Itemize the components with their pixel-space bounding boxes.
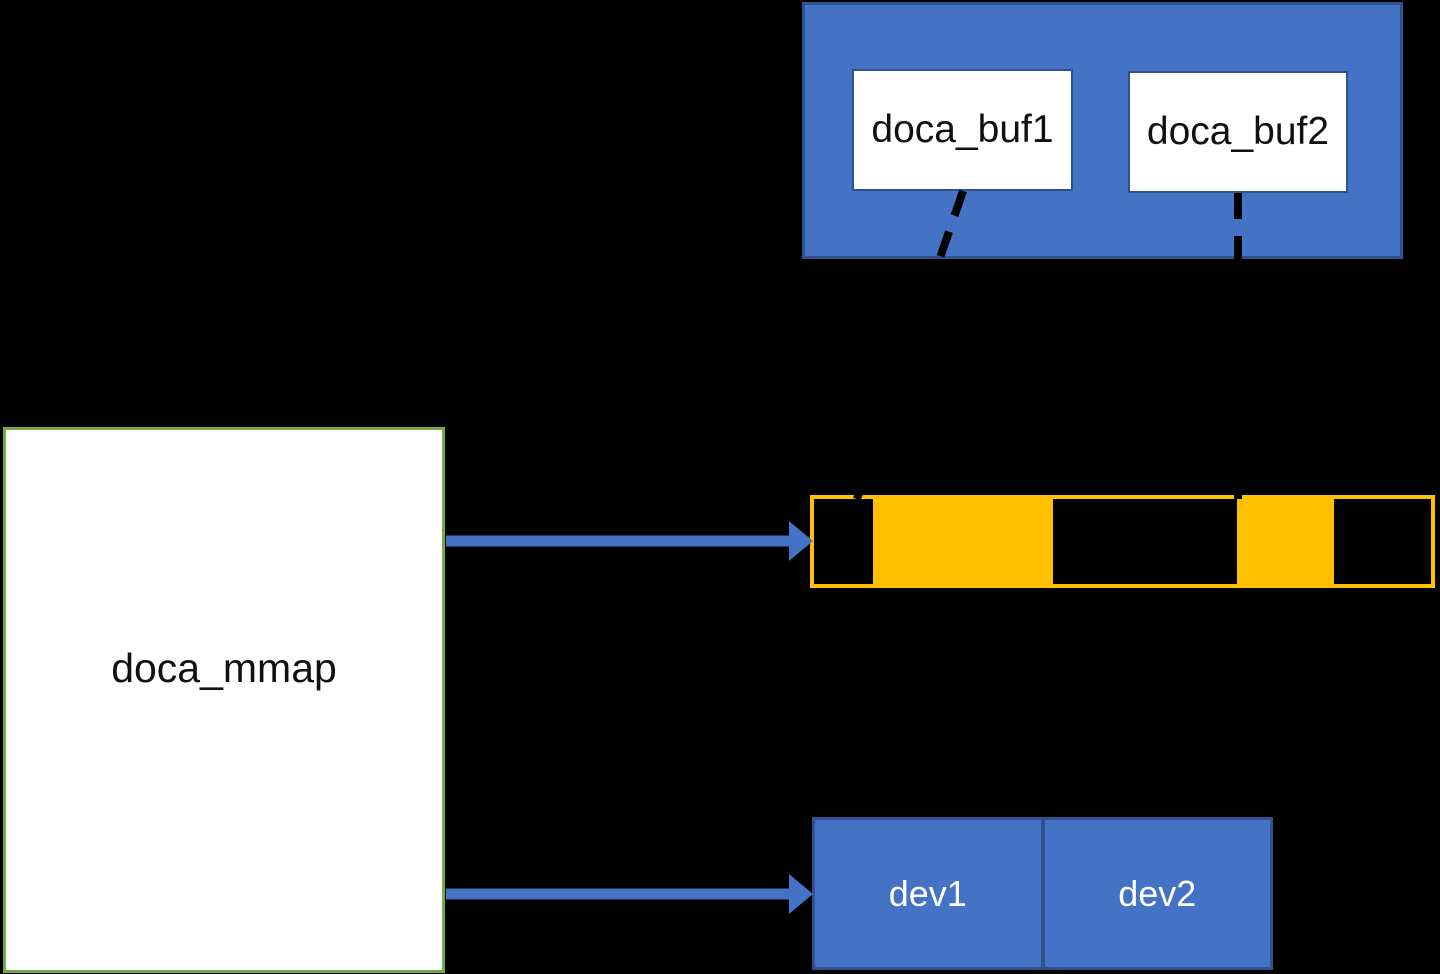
memory-range-bar <box>810 495 1435 588</box>
mmap-to-memory-arrow <box>446 521 813 561</box>
dev2-label: dev2 <box>1118 872 1197 914</box>
mmap-to-devices-arrow <box>446 874 813 914</box>
memory-allocated-segment <box>873 499 1054 584</box>
dev2-box: dev2 <box>1042 817 1273 970</box>
doca-mmap-box: doca_mmap <box>3 427 445 973</box>
dev1-label: dev1 <box>888 872 967 914</box>
doca-buf1-box: doca_buf1 <box>852 69 1073 191</box>
doca-buf2-label: doca_buf2 <box>1146 110 1330 153</box>
doca-buf1-label: doca_buf1 <box>871 108 1054 151</box>
arrow-head-icon <box>789 874 813 914</box>
doca-buf2-box: doca_buf2 <box>1128 71 1348 193</box>
doca-mmap-label: doca_mmap <box>111 644 337 691</box>
memory-allocated-segment <box>1237 499 1334 584</box>
dev1-box: dev1 <box>812 817 1043 970</box>
device-container: dev1 dev2 <box>812 817 1273 970</box>
